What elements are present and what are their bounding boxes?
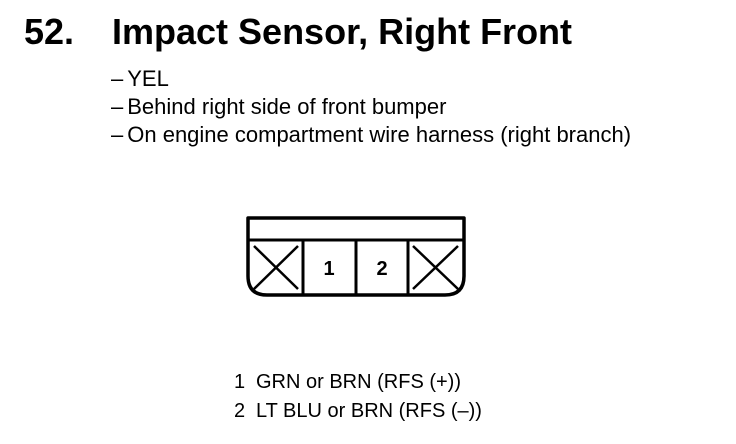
- detail-harness: –On engine compartment wire harness (rig…: [111, 121, 631, 149]
- pin-wire: GRN or BRN (RFS (+)): [256, 371, 461, 393]
- pin-number: 1: [234, 371, 246, 393]
- cavity-pin-1: 1: [323, 258, 334, 280]
- connector-face-drawing: 1 2: [246, 216, 466, 297]
- blocked-cavity-left: [253, 245, 299, 290]
- component-details: –YEL –Behind right side of front bumper …: [111, 65, 631, 149]
- pin-wire: LT BLU or BRN (RFS (–)): [256, 400, 482, 422]
- pin-legend-row: 1 GRN or BRN (RFS (+)): [234, 368, 482, 397]
- detail-location: –Behind right side of front bumper: [111, 93, 631, 121]
- detail-dash: –: [111, 66, 124, 91]
- cavity-pin-2: 2: [376, 258, 387, 280]
- detail-dash: –: [111, 122, 124, 147]
- detail-color-text: YEL: [127, 66, 169, 91]
- pin-number: 2: [234, 400, 246, 422]
- detail-color: –YEL: [111, 65, 631, 93]
- detail-harness-text: On engine compartment wire harness (righ…: [127, 122, 632, 147]
- section-number: 52.: [24, 11, 75, 52]
- blocked-cavity-right: [412, 245, 459, 290]
- section-title: Impact Sensor, Right Front: [112, 11, 573, 52]
- detail-dash: –: [111, 94, 124, 119]
- detail-location-text: Behind right side of front bumper: [127, 94, 447, 119]
- pin-legend-row: 2 LT BLU or BRN (RFS (–)): [234, 397, 482, 426]
- pin-legend: 1 GRN or BRN (RFS (+)) 2 LT BLU or BRN (RF…: [234, 368, 482, 426]
- connector-diagram: 1 2: [240, 210, 476, 310]
